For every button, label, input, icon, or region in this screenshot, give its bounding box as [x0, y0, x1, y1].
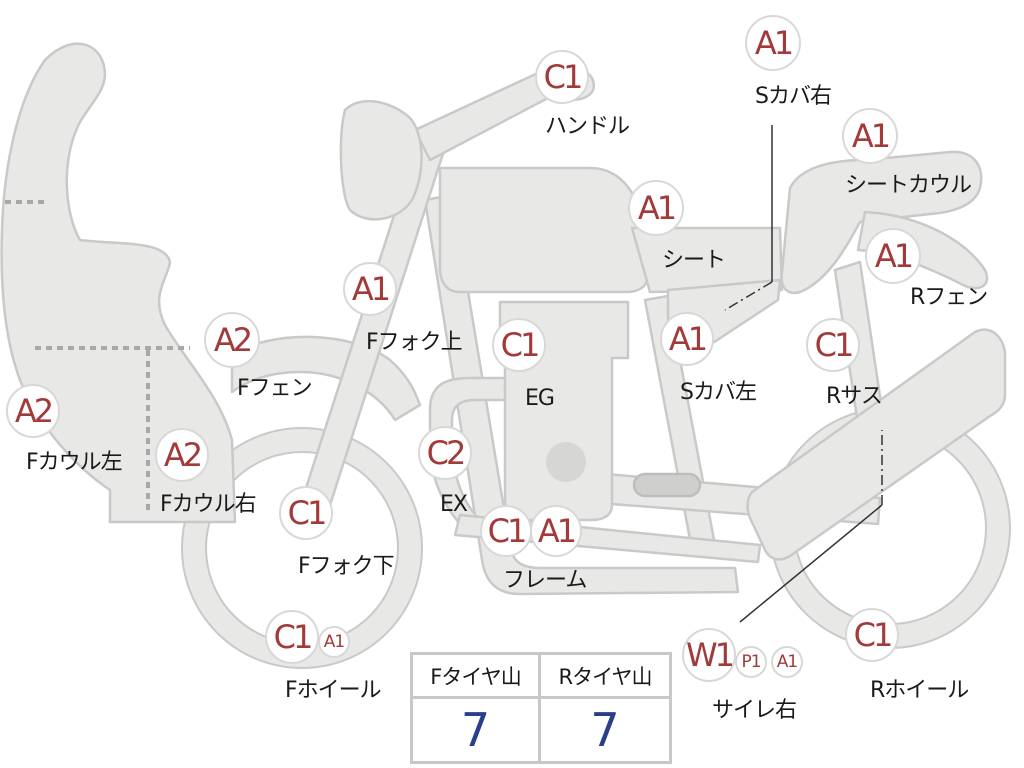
label-r-wheel: Rホイール	[870, 678, 969, 703]
grade-badge-s-cover-left: A1	[660, 312, 714, 366]
tire-header-rear: Rタイヤ山	[541, 655, 669, 699]
grade-badge-f-cowl-right: A2	[155, 428, 209, 482]
label-exhaust: EX	[440, 492, 468, 517]
tire-value-front: 7	[413, 699, 541, 761]
grade-badge-f-cowl-left: A2	[6, 384, 60, 438]
grade-badge-seat-cowl: A1	[842, 108, 898, 164]
label-f-fork-lower: Fフォク下	[298, 554, 395, 579]
label-f-fender: Fフェン	[237, 376, 313, 401]
grade-badge-r-suspension: C1	[806, 318, 860, 372]
label-seat: シート	[662, 248, 726, 273]
grade-badge-s-cover-right: A1	[745, 15, 801, 71]
grade-badge-f-fork-lower: C1	[279, 486, 333, 540]
grade-badge-frame-1: C1	[480, 505, 532, 557]
grade-badge-frame-2: A1	[530, 505, 582, 557]
leader-silencer	[739, 504, 883, 623]
label-f-wheel: Fホイール	[285, 678, 382, 703]
label-f-cowl-right: Fカウル右	[160, 492, 257, 517]
tire-tread-table: Fタイヤ山 Rタイヤ山 7 7	[410, 652, 672, 764]
label-seat-cowl: シートカウル	[845, 173, 972, 198]
label-frame: フレーム	[503, 568, 587, 593]
seat-shape	[630, 226, 784, 294]
grade-badge-engine: C1	[492, 318, 546, 372]
grade-badge-r-wheel: C1	[845, 608, 899, 662]
label-r-fender: Rフェン	[910, 285, 988, 310]
tank-shape	[438, 166, 650, 294]
label-r-suspension: Rサス	[826, 384, 883, 409]
grade-badge-exhaust: C2	[418, 426, 472, 480]
label-handle: ハンドル	[545, 114, 630, 139]
grade-badge-r-fender: A1	[865, 228, 921, 284]
grade-badge-silencer-1: W1	[682, 628, 736, 682]
tire-header-front: Fタイヤ山	[413, 655, 541, 699]
grade-badge-f-wheel-2: A1	[318, 626, 350, 658]
grade-badge-f-fender: A2	[204, 312, 260, 368]
grade-badge-f-fork-upper: A1	[343, 262, 397, 316]
label-s-cover-left: Sカバ左	[680, 380, 757, 405]
leader-s-cover-right-dash	[724, 281, 773, 311]
tire-value-rear: 7	[590, 703, 620, 757]
label-silencer-right: サイレ右	[712, 698, 797, 723]
label-f-cowl-left: Fカウル左	[26, 450, 123, 475]
headlight-shape	[339, 99, 423, 221]
grade-badge-seat: A1	[628, 180, 684, 236]
grade-badge-f-wheel-1: C1	[265, 610, 319, 664]
label-f-fork-upper: Fフォク上	[366, 330, 463, 355]
front-cowl-shape	[0, 42, 237, 524]
label-engine: EG	[525, 386, 555, 411]
silencer-shape	[746, 328, 1007, 561]
grade-badge-silencer-3: A1	[771, 646, 803, 678]
grade-badge-handle: C1	[535, 50, 589, 104]
seat-cowl-shape	[780, 150, 983, 295]
label-s-cover-right: Sカバ右	[755, 84, 832, 109]
grade-badge-silencer-2: P1	[735, 646, 767, 678]
